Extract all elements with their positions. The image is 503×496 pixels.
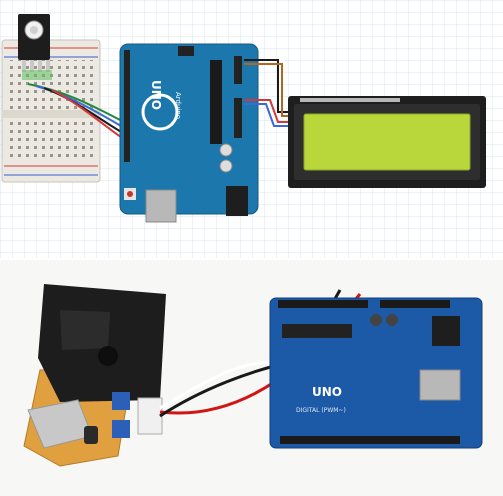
- usb-port: [145, 189, 177, 223]
- lcd-display: [288, 96, 486, 188]
- photo-board-sublabel: DIGITAL (PWM~): [296, 407, 346, 414]
- sensor-module: [18, 14, 52, 80]
- lcd-wires: [244, 59, 290, 127]
- breadboard: [1, 39, 101, 183]
- panel-divider: [0, 258, 503, 260]
- photo-board-label: UNO: [312, 385, 342, 399]
- arduino-uno-photo: UNO DIGITAL (PWM~): [269, 297, 483, 449]
- dust-sensor: [23, 284, 166, 467]
- board-label: UNO: [149, 80, 163, 110]
- arduino-uno-board: UNO Arduino: [119, 43, 259, 223]
- arduino-logo-icon: [141, 93, 179, 131]
- wiring-diagram-panel: UNO Arduino: [0, 0, 503, 258]
- power-jack: [226, 186, 248, 216]
- photo-panel: UNO DIGITAL (PWM~): [0, 260, 503, 496]
- board-brand: Arduino: [174, 92, 182, 119]
